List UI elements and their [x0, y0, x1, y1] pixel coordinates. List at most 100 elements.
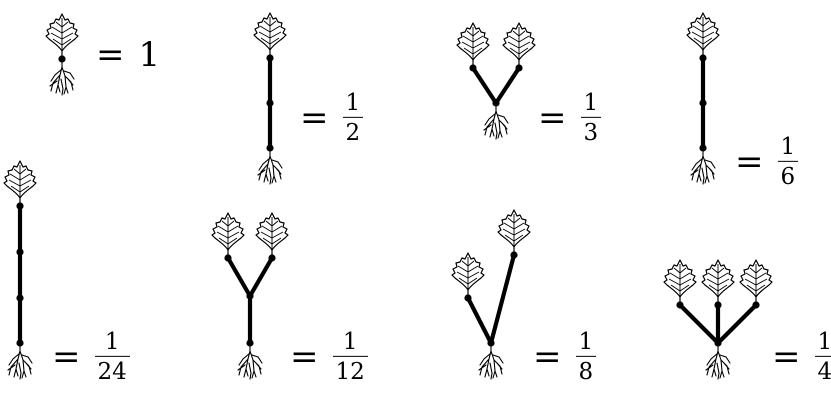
fraction-numerator: 1: [345, 89, 361, 116]
fraction-numerator: 1: [583, 89, 599, 116]
roots-icon: [478, 342, 504, 380]
equals-sign: =: [96, 35, 125, 75]
tree-vertex: [266, 99, 274, 107]
leaf-icon: [451, 252, 485, 291]
fraction-numerator: 1: [578, 328, 594, 355]
tree-vertex: [515, 64, 523, 72]
tree-edge: [715, 302, 759, 346]
fraction-denominator: 12: [332, 356, 368, 384]
leaf-icon: [663, 259, 697, 298]
equals-sign: =: [300, 98, 329, 138]
fraction-numerator: 1: [342, 328, 358, 355]
tree-edge: [677, 302, 721, 346]
tree-vertex: [510, 251, 518, 259]
fraction-denominator: 4: [814, 356, 831, 384]
tree-vertex: [699, 99, 707, 107]
equals-sign: =: [772, 337, 801, 377]
fraction-numerator: 1: [780, 133, 796, 160]
tree-vertex: [266, 54, 274, 62]
tree-vertex: [58, 55, 66, 63]
tree-cherry: [456, 22, 536, 140]
equals-sign: =: [533, 337, 562, 377]
fraction-denominator: 2: [342, 117, 364, 145]
tree-vertex: [224, 254, 232, 262]
tree-vertex: [487, 339, 495, 347]
roots-icon: [237, 342, 263, 380]
tree-vertex: [714, 301, 722, 309]
tree-edge: [470, 65, 499, 106]
tree-single-root-leaf: [45, 13, 79, 96]
tree-edge: [465, 295, 494, 346]
tree-vertex: [266, 144, 274, 152]
equals-sign: =: [735, 142, 764, 182]
fraction-denominator: 3: [580, 117, 602, 145]
tree-edge: [247, 255, 275, 299]
leaf-icon: [502, 22, 536, 61]
tree-vertex: [752, 301, 760, 309]
leaf-icon: [253, 12, 287, 51]
tree-vertex: [268, 254, 276, 262]
leaf-icon: [686, 12, 720, 51]
roots-icon: [705, 342, 731, 380]
tree-vertex: [16, 248, 24, 256]
fraction-denominator: 24: [94, 356, 130, 384]
tree-one-edge-path: [253, 12, 287, 185]
leaf-icon: [211, 212, 245, 251]
equals-sign: =: [290, 337, 319, 377]
fraction-denominator: 8: [575, 356, 597, 384]
leaf-icon: [45, 13, 79, 52]
weight-value: 1: [138, 35, 161, 75]
weight-label: =1: [96, 38, 160, 72]
tree-edge: [225, 255, 253, 299]
tree-vertex: [246, 339, 254, 347]
leaf-icon: [739, 259, 773, 298]
tree-edge: [493, 65, 522, 106]
fraction-numerator: 1: [104, 328, 120, 355]
tree-vertex: [492, 99, 500, 107]
tree-cherry-on-stem: [211, 212, 289, 380]
roots-icon: [257, 147, 283, 185]
equals-sign: =: [538, 98, 567, 138]
tree-vertex: [699, 144, 707, 152]
tree-three-leaf-star: [663, 259, 773, 380]
leaf-icon: [3, 160, 37, 199]
leaf-icon: [497, 209, 531, 248]
tree-three-edge-path: [3, 160, 37, 380]
leaf-icon: [255, 212, 289, 251]
equals-sign: =: [52, 337, 81, 377]
leaf-icon: [456, 22, 490, 61]
leaf-icon: [701, 259, 735, 298]
tree-vertex: [464, 294, 472, 302]
tree-vertex: [16, 339, 24, 347]
fraction-numerator: 1: [817, 328, 831, 355]
roots-icon: [690, 147, 716, 185]
roots-icon: [483, 102, 509, 140]
tree-vertex: [714, 339, 722, 347]
tree-vertex: [16, 294, 24, 302]
tree-vertex: [469, 64, 477, 72]
tree-vertex: [246, 292, 254, 300]
tree-vertex: [16, 202, 24, 210]
tree-two-edge-path: [686, 12, 720, 185]
roots-icon: [49, 58, 75, 96]
tree-edge: [488, 252, 517, 346]
tree-asymmetric-cherry: [451, 209, 531, 380]
tree-vertex: [676, 301, 684, 309]
fraction-denominator: 6: [777, 161, 799, 189]
roots-icon: [7, 342, 33, 380]
